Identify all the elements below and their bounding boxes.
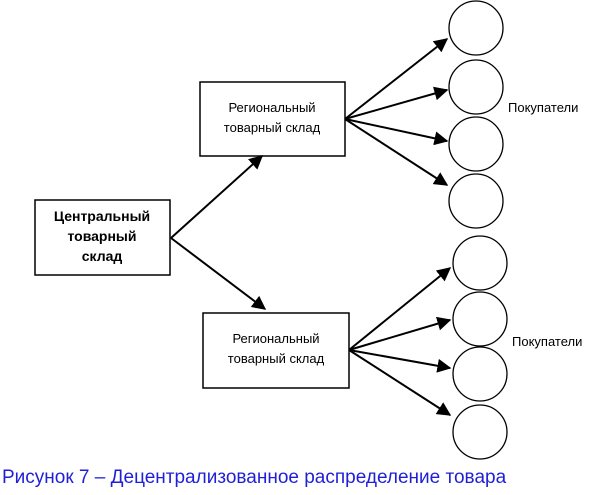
arrow-central-to-regional-2 bbox=[170, 237, 267, 310]
buyer-circle-5 bbox=[452, 235, 508, 291]
figure-caption: Рисунок 7 – Децентрализованное распредел… bbox=[2, 467, 507, 488]
central-warehouse-node: Центральный товарный склад bbox=[34, 199, 171, 276]
regional-warehouse-2-label-line1: Региональный bbox=[232, 331, 319, 346]
arrow-regional-2-to-buyer-8 bbox=[348, 349, 452, 416]
arrow-regional-2-to-buyer-6 bbox=[348, 316, 452, 351]
arrow-regional-1-to-buyer-1 bbox=[344, 38, 449, 120]
regional-warehouse-1-label-line2: товарный склад bbox=[224, 120, 321, 135]
regional-warehouse-node-2: Региональный товарный склад bbox=[202, 312, 350, 389]
regional-warehouse-2-label-line2: товарный склад bbox=[228, 351, 325, 366]
arrow-central-to-regional-1 bbox=[170, 155, 264, 239]
arrow-regional-1-to-buyer-4 bbox=[344, 118, 449, 186]
central-warehouse-label-line3: склад bbox=[82, 248, 123, 264]
arrow-regional-2-to-buyer-5 bbox=[348, 267, 452, 351]
central-warehouse-label-line1: Центральный bbox=[54, 208, 150, 224]
buyer-circle-7 bbox=[452, 346, 508, 402]
buyer-circle-1 bbox=[448, 0, 504, 56]
central-warehouse-label-line2: товарный bbox=[67, 228, 136, 244]
buyer-circle-3 bbox=[448, 116, 504, 172]
buyer-circle-6 bbox=[452, 291, 508, 347]
buyer-circle-2 bbox=[448, 59, 504, 115]
regional-warehouse-1-label-line1: Региональный bbox=[228, 100, 315, 115]
buyers-label-2: Покупатели bbox=[512, 334, 582, 349]
arrow-regional-1-to-buyer-3 bbox=[344, 118, 449, 146]
regional-warehouse-node-1: Региональный товарный склад bbox=[199, 81, 346, 157]
buyer-circle-8 bbox=[452, 404, 508, 460]
buyers-label-1: Покупатели bbox=[508, 100, 578, 115]
buyer-circle-4 bbox=[448, 173, 504, 229]
arrow-regional-1-to-buyer-2 bbox=[344, 86, 449, 120]
arrow-regional-2-to-buyer-7 bbox=[348, 349, 452, 373]
